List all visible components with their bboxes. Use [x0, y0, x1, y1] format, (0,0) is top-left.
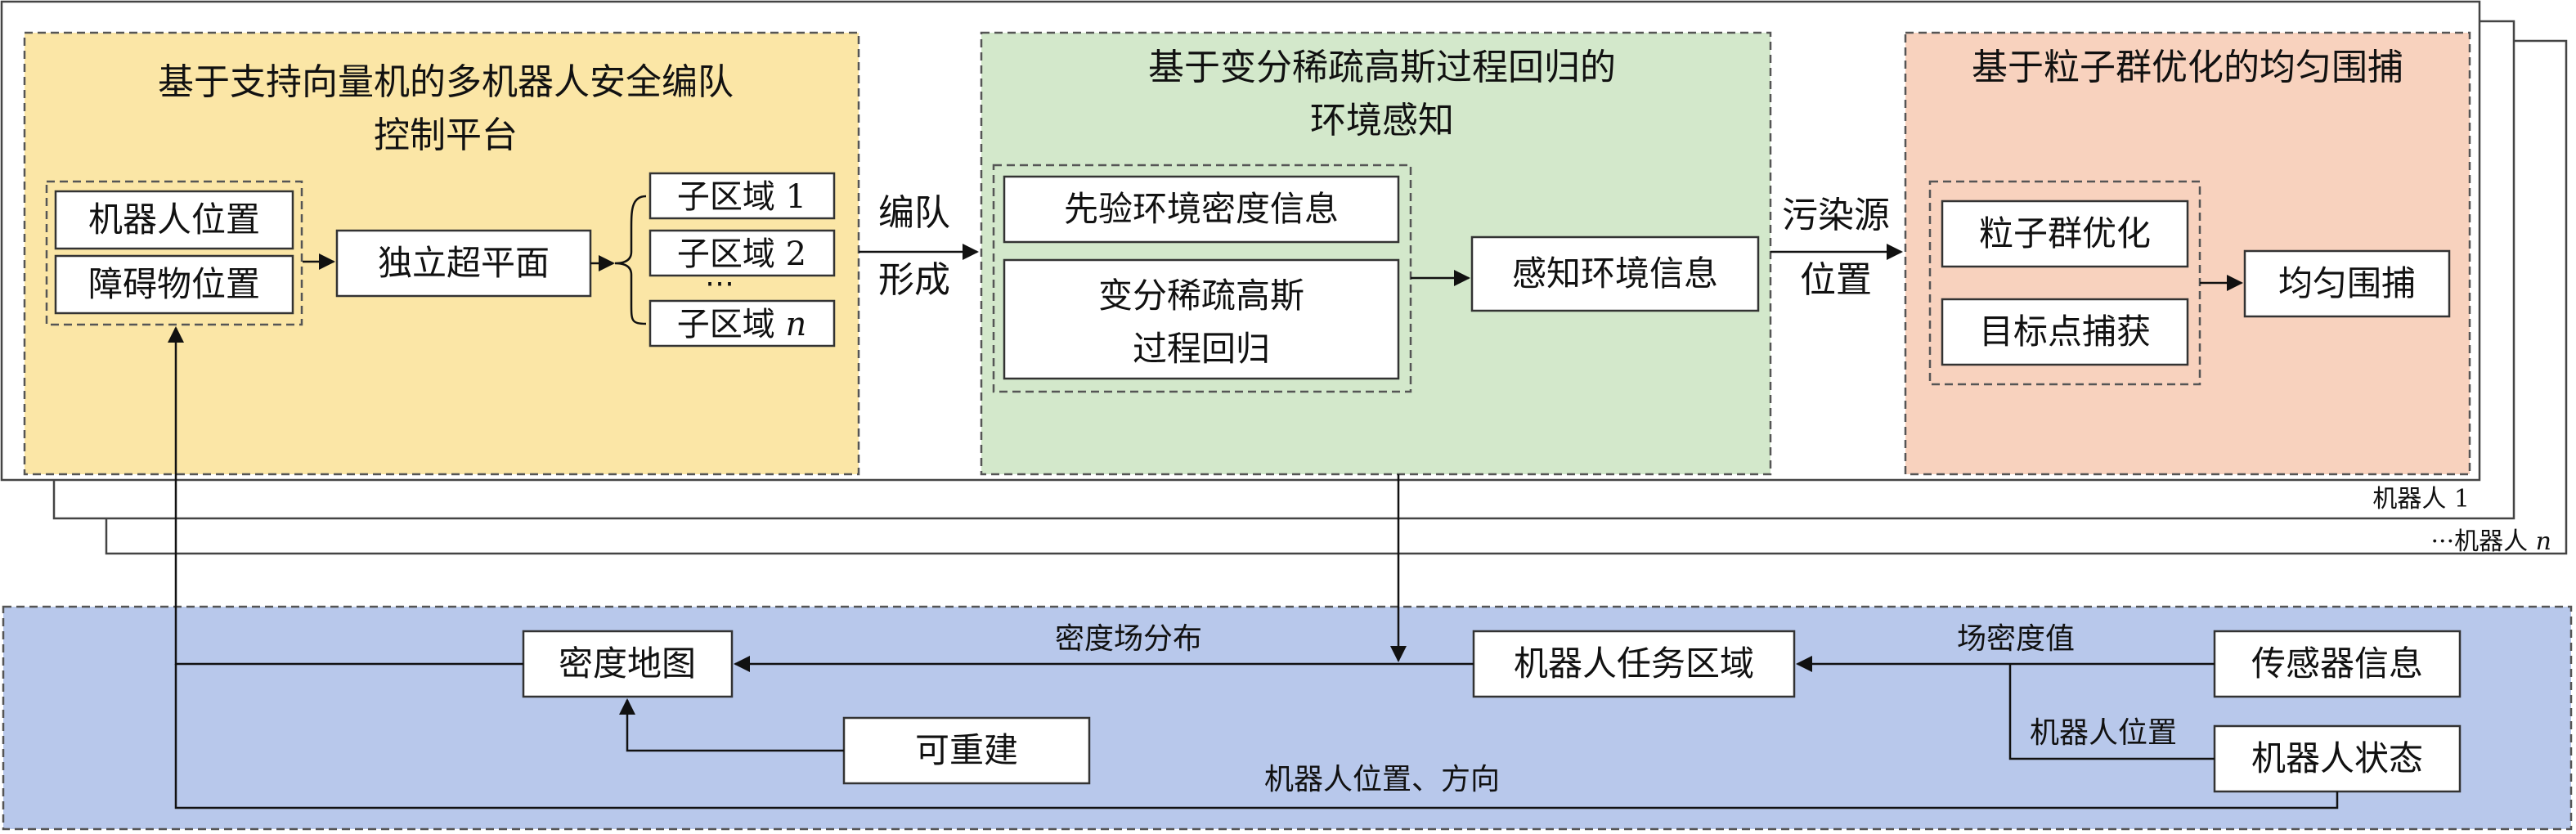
panel-svm-title-line1: 基于支持向量机的多机器人安全编队 — [158, 61, 734, 103]
field-density-label: 场密度值 — [1957, 622, 2075, 656]
robot-position-box — [54, 190, 294, 250]
density-distribution-label: 密度场分布 — [1055, 622, 1202, 656]
obstacle-position-box — [54, 254, 294, 315]
robot-state-text: 机器人状态 — [2251, 738, 2423, 778]
density-map-box — [522, 630, 734, 698]
panel-pso-capture: 基于粒子群优化的均匀围捕 粒子群优化 目标点捕获 均匀围捕 — [1904, 31, 2471, 476]
subdomain-1-box — [648, 172, 836, 220]
perceive-box — [1470, 235, 1760, 312]
hyperplane-box — [335, 229, 592, 298]
source-label-line1: 污染源 — [1782, 195, 1890, 236]
formation-label-line1: 编队 — [878, 192, 950, 234]
prior-info-box — [1003, 175, 1400, 244]
prior-info-text: 先验环境密度信息 — [1064, 189, 1339, 229]
rebuild-box — [842, 716, 1091, 785]
hyperplane-text: 独立超平面 — [378, 243, 550, 283]
line-robotstate-to-task — [2008, 664, 2215, 760]
panel-svm-formation: 基于支持向量机的多机器人安全编队 控制平台 机器人位置 障碍物位置 独立超平面 … — [23, 31, 860, 476]
subdomain-n-var: n — [785, 306, 806, 343]
sensor-info-box — [2213, 630, 2462, 698]
subdomain-1-text: 子区域 1 — [677, 178, 806, 216]
task-region-text: 机器人任务区域 — [1514, 643, 1754, 684]
vsgpr-box — [1003, 258, 1400, 380]
panel-svm-title-line2: 控制平台 — [374, 114, 518, 156]
panel-vsgpr-title-line2: 环境感知 — [1310, 100, 1454, 141]
pso-text: 粒子群优化 — [1979, 213, 2151, 253]
sensor-info-text: 传感器信息 — [2251, 643, 2423, 684]
rebuild-text: 可重建 — [915, 730, 1018, 770]
obstacle-position-text: 障碍物位置 — [88, 264, 260, 304]
source-label-line2: 位置 — [1800, 259, 1872, 301]
task-region-box — [1472, 630, 1796, 698]
vsgpr-text-line2: 过程回归 — [1133, 329, 1270, 369]
position-group-dashed — [45, 180, 303, 326]
uniform-capture-text: 均匀围捕 — [2278, 263, 2416, 303]
robot-1-label: 机器人 1 — [2372, 485, 2470, 513]
target-capture-box — [1941, 298, 2189, 366]
target-capture-text: 目标点捕获 — [1979, 312, 2151, 352]
panel-density-map: 密度地图 可重建 机器人任务区域 传感器信息 机器人状态 密度场分布 场密度值 … — [2, 605, 2573, 831]
robot-n-label: ···机器人 n — [2431, 527, 2551, 556]
vsgpr-text-line1: 变分稀疏高斯 — [1098, 276, 1304, 316]
subdomain-n-box — [648, 299, 836, 348]
robot-position-text: 机器人位置 — [88, 200, 260, 240]
subdomain-2-box — [648, 229, 836, 277]
pso-box — [1941, 200, 2189, 268]
density-map-text: 密度地图 — [559, 643, 696, 684]
subdomain-n-text: 子区域 n — [677, 306, 806, 343]
arrow-rebuild-to-density — [619, 698, 844, 752]
robot-position-label: 机器人位置 — [2030, 716, 2177, 750]
panel-pso-title: 基于粒子群优化的均匀围捕 — [1972, 47, 2403, 88]
panel-density-background — [2, 605, 2573, 831]
formation-label-line2: 形成 — [878, 259, 950, 301]
subdomain-ellipsis: ⋯ — [705, 267, 734, 300]
uniform-capture-box — [2243, 249, 2451, 318]
subdomain-n-prefix: 子区域 — [677, 306, 786, 343]
perceive-text: 感知环境信息 — [1512, 253, 1718, 294]
robot-n-var: n — [2536, 527, 2551, 556]
panel-vsgpr-perception: 基于变分稀疏高斯过程回归的 环境感知 先验环境密度信息 变分稀疏高斯 过程回归 … — [980, 31, 1772, 476]
panel-vsgpr-title-line1: 基于变分稀疏高斯过程回归的 — [1148, 47, 1616, 88]
subdomain-brace — [614, 195, 647, 325]
arrow-robotstate-feedback — [174, 664, 2339, 809]
subdomain-2-text: 子区域 2 — [677, 235, 806, 273]
robot-n-prefix: ···机器人 — [2431, 527, 2536, 556]
position-direction-label: 机器人位置、方向 — [1264, 763, 1500, 796]
